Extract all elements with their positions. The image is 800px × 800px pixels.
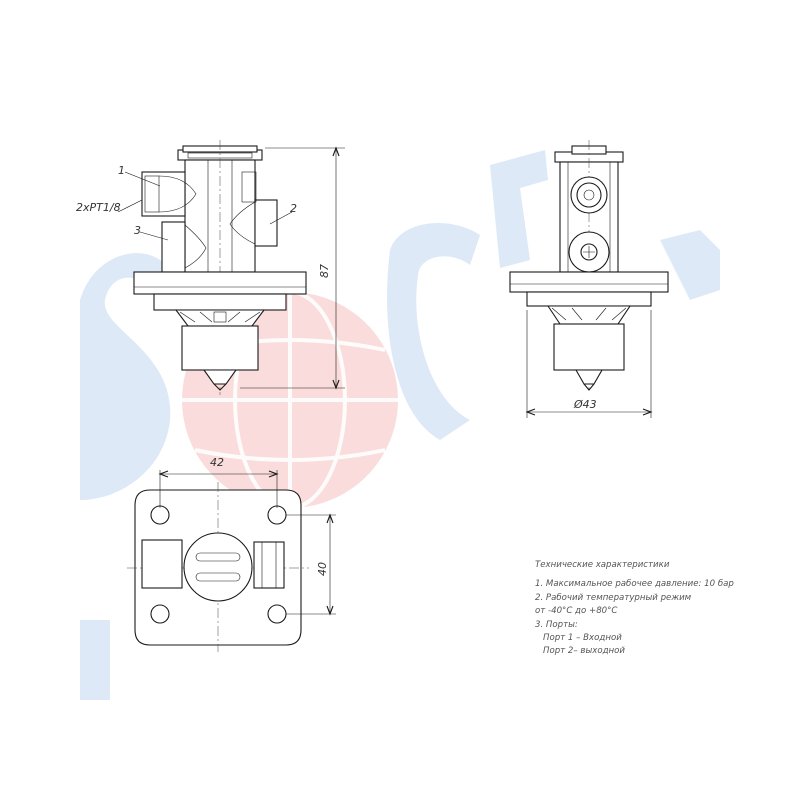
front-view bbox=[117, 140, 345, 395]
callout-2: 2 bbox=[290, 202, 297, 215]
spec-line: 3. Порты: bbox=[535, 620, 578, 630]
side-view bbox=[509, 140, 669, 418]
dim-diameter: Ø43 bbox=[573, 398, 597, 411]
dim-width: 42 bbox=[210, 456, 224, 469]
spec-line: Порт 2– выходной bbox=[543, 646, 625, 656]
callout-1: 1 bbox=[118, 164, 125, 177]
callout-3: 3 bbox=[134, 224, 141, 237]
thread-label: 2xРТ1/8 bbox=[76, 201, 121, 214]
specifications: Технические характеристики 1. Максимальн… bbox=[535, 560, 734, 656]
top-view bbox=[127, 470, 336, 652]
spec-line: Порт 1 – Входной bbox=[543, 633, 622, 643]
spec-title: Технические характеристики bbox=[535, 560, 670, 570]
spec-line: 2. Рабочий температурный режим bbox=[535, 593, 692, 603]
watermark-blue-letters bbox=[80, 150, 720, 700]
spec-line: от -40°С до +80°С bbox=[535, 606, 617, 616]
dim-depth: 40 bbox=[316, 562, 329, 576]
spec-line: 1. Максимальное рабочее давление: 10 бар bbox=[535, 579, 734, 589]
dim-height: 87 bbox=[318, 264, 331, 278]
